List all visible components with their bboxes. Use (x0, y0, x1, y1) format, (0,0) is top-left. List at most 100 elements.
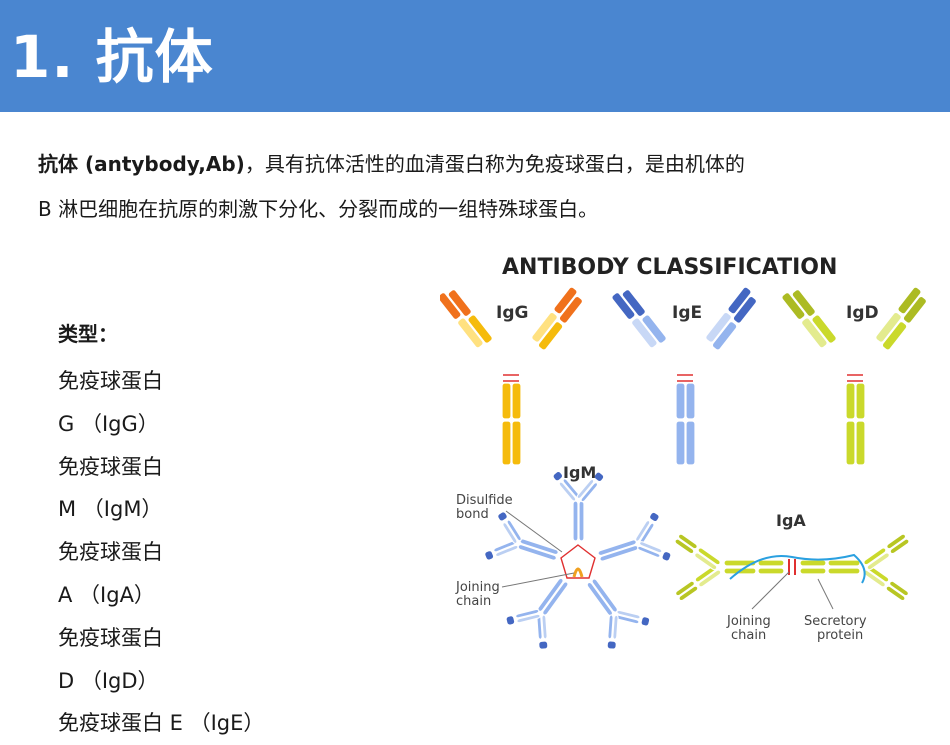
light-chain-segment (541, 614, 548, 640)
heavy-chain-segment (757, 559, 785, 567)
light-chain-segment (576, 478, 595, 500)
variable-region (732, 295, 758, 324)
variable-region (791, 289, 816, 318)
secretory-pointer (817, 578, 834, 610)
heavy-chain-segment (572, 500, 579, 542)
iga-monomer (674, 533, 785, 602)
iga-joining-pointer (751, 571, 790, 610)
disulfide-label-1: Disulfide (456, 493, 513, 508)
heavy-chain-segment (711, 321, 738, 351)
left-fab-arm (611, 289, 667, 349)
igm-monomer (505, 577, 569, 650)
types-line: 免疫球蛋白 (58, 369, 163, 393)
variable-region (505, 615, 516, 626)
heavy-chain-segment (855, 382, 866, 420)
light-chain-segment (616, 609, 641, 620)
variable-region (553, 286, 578, 315)
light-chain-segment (800, 317, 828, 349)
heavy-chain-segment (580, 482, 599, 503)
variable-region (885, 585, 906, 602)
heavy-chain-segment (697, 547, 721, 566)
title-bar: 1. 抗体 (0, 0, 950, 112)
heavy-chain-segment (845, 382, 856, 420)
iga-monomer (799, 533, 910, 602)
intro-line-1: 抗体 (antybody,Ab)，具有抗体活性的血清蛋白称为免疫球蛋白，是由机体… (38, 150, 918, 179)
igg-antibody (440, 286, 584, 466)
light-chain-segment (698, 569, 722, 588)
variable-region (648, 511, 660, 523)
iga-joining-chain (788, 559, 796, 575)
heavy-chain-segment (757, 567, 785, 575)
variable-region (611, 292, 636, 321)
light-chain-segment (705, 311, 732, 343)
heavy-chain-segment (636, 545, 661, 559)
variable-region (727, 286, 752, 315)
heavy-chain-segment (641, 314, 667, 344)
heavy-chain-segment (685, 382, 696, 420)
heavy-chain-segment (537, 321, 564, 351)
heavy-chain-segment (799, 559, 827, 567)
igm-monomer (552, 470, 605, 542)
igm-fab-arm (636, 541, 672, 562)
iga-dimer (674, 533, 910, 602)
igd-antibody (781, 286, 928, 466)
variable-region (886, 533, 907, 550)
types-line: D （IgD） (58, 668, 159, 693)
types-line: 免疫球蛋白 (58, 454, 163, 479)
types-list: 免疫球蛋白 G （IgG） 免疫球蛋白 M （IgM） 免疫球蛋白 A （IgA… (58, 360, 264, 745)
heavy-chain-segment (506, 519, 522, 542)
heavy-chain-segment (855, 420, 866, 466)
heavy-chain-segment (723, 559, 757, 567)
antibody-term: 抗体 (antybody,Ab) (38, 152, 245, 176)
heavy-chain-segment (578, 500, 585, 542)
light-chain-segment (516, 613, 541, 624)
variable-region (606, 640, 617, 650)
light-chain-segment (531, 311, 558, 343)
variable-region (902, 295, 928, 324)
secretory-label-1: Secretory (804, 614, 867, 629)
slide-title: 1. 抗体 (10, 23, 214, 91)
variable-region (447, 289, 472, 318)
right-fab-arm (705, 286, 758, 351)
light-chain-segment (612, 614, 619, 640)
types-line: 免疫球蛋白 E （IgE） (58, 711, 265, 736)
right-fab-arm (531, 286, 584, 351)
heavy-chain-segment (685, 420, 696, 466)
disulfide-bond (503, 374, 519, 382)
heavy-chain-segment (467, 314, 493, 344)
igm-fab-arm (606, 614, 619, 650)
igm-joining-chain (572, 567, 584, 578)
disulfide-bond (677, 374, 693, 382)
igd-label: IgD (846, 303, 879, 323)
types-line: 免疫球蛋白 (58, 540, 163, 565)
variable-region (552, 470, 564, 482)
disulfide-label-2: bond (456, 507, 489, 522)
light-chain-segment (866, 552, 890, 571)
light-chain-segment (456, 317, 484, 349)
heavy-chain-segment (675, 382, 686, 420)
left-fab-arm (781, 289, 837, 349)
iga-fab-arm (863, 533, 910, 571)
secretory-label-2: protein (817, 628, 863, 643)
types-line: M （IgM） (58, 497, 163, 522)
iga-fab-arm (674, 533, 721, 571)
variable-region (897, 286, 922, 315)
types-line: 免疫球蛋白 (58, 625, 163, 650)
igm-fab-arm (497, 511, 522, 545)
variable-region (661, 550, 672, 562)
igm-label: IgM (563, 463, 596, 482)
igm-fab-arm (615, 609, 651, 627)
variable-region (484, 549, 495, 561)
antibody-classification-figure: ANTIBODY CLASSIFICATION IgG IgE IgD IgM … (440, 245, 945, 655)
igm-monomer (586, 578, 651, 650)
variable-region (678, 585, 699, 602)
iga-label: IgA (776, 511, 806, 530)
disulfide-bond (847, 374, 863, 382)
igm-fab-arm (505, 608, 541, 626)
light-chain-segment (694, 552, 718, 571)
figure-title: ANTIBODY CLASSIFICATION (502, 255, 837, 280)
igm-monomer (597, 511, 672, 562)
heavy-chain-segment (675, 420, 686, 466)
types-line: A （IgA） (58, 582, 155, 607)
variable-region (538, 640, 549, 650)
